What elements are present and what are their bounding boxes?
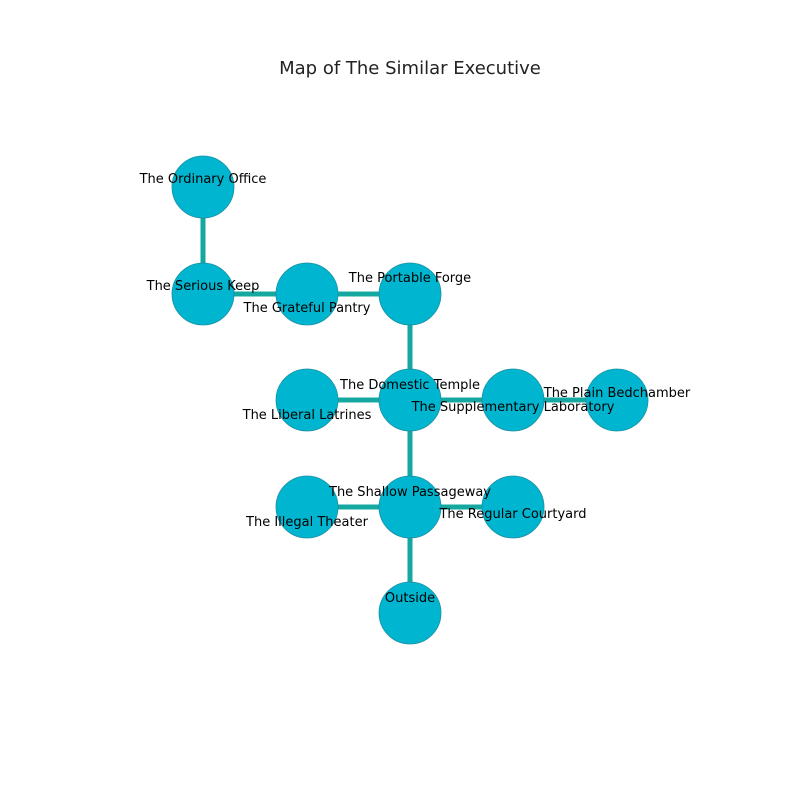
room-node-ordinary-office (171, 155, 235, 219)
room-label-regular-courtyard: The Regular Courtyard (438, 507, 586, 522)
rooms-layer (171, 155, 649, 645)
room-node-illegal-theater (275, 475, 339, 539)
room-node-supplementary-laboratory (481, 368, 545, 432)
room-label-ordinary-office: The Ordinary Office (139, 172, 267, 187)
room-label-plain-bedchamber: The Plain Bedchamber (543, 386, 691, 401)
room-label-outside: Outside (385, 591, 435, 606)
room-label-grateful-pantry: The Grateful Pantry (243, 301, 371, 316)
room-label-supplementary-laboratory: The Supplementary Laboratory (411, 400, 615, 415)
room-label-shallow-passageway: The Shallow Passageway (328, 485, 491, 500)
room-node-regular-courtyard (481, 475, 545, 539)
room-label-illegal-theater: The Illegal Theater (245, 515, 369, 530)
room-node-outside (378, 581, 442, 645)
room-node-shallow-passageway (378, 475, 442, 539)
diagram-title: Map of The Similar Executive (279, 58, 541, 79)
room-node-plain-bedchamber (585, 368, 649, 432)
room-node-portable-forge (378, 262, 442, 326)
room-label-portable-forge: The Portable Forge (348, 271, 471, 286)
room-label-liberal-latrines: The Liberal Latrines (242, 408, 372, 423)
room-node-serious-keep (171, 262, 235, 326)
room-label-serious-keep: The Serious Keep (146, 279, 260, 294)
room-node-liberal-latrines (275, 368, 339, 432)
room-node-grateful-pantry (275, 262, 339, 326)
room-node-domestic-temple (378, 368, 442, 432)
room-label-domestic-temple: The Domestic Temple (339, 378, 480, 393)
